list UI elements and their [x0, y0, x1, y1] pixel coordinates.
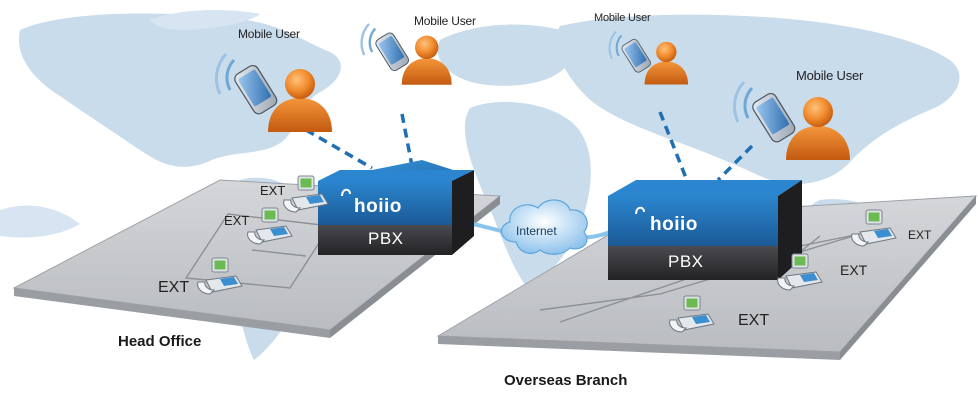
- pbx-label: PBX: [668, 252, 704, 271]
- hoiio-logo-icon: [341, 188, 351, 197]
- extension-label: EXT: [840, 262, 868, 278]
- mobile-user-label: Mobile User: [796, 68, 864, 83]
- mobile-user-label: Mobile User: [594, 12, 651, 24]
- wireless-links: [305, 111, 754, 182]
- pbx-label: PBX: [368, 229, 404, 248]
- mobile-user-label: Mobile User: [238, 27, 300, 41]
- cloud-icon: [500, 199, 588, 255]
- hoiio-logo-icon: [635, 206, 645, 215]
- pbx-unit-head-office: [318, 160, 474, 255]
- pbx-brand: hoiio: [650, 214, 698, 235]
- overseas-branch-caption: Overseas Branch: [504, 372, 628, 389]
- extension-label: EXT: [224, 213, 250, 228]
- mobile-user-label: Mobile User: [414, 14, 476, 28]
- pbx-brand: hoiio: [354, 196, 402, 217]
- extension-label: EXT: [908, 228, 932, 242]
- head-office-caption: Head Office: [118, 333, 202, 350]
- extension-label: EXT: [260, 183, 286, 198]
- internet-label: Internet: [516, 224, 557, 238]
- pbx-unit-overseas-branch: [608, 180, 802, 280]
- extension-label: EXT: [158, 279, 190, 296]
- extension-label: EXT: [738, 312, 770, 329]
